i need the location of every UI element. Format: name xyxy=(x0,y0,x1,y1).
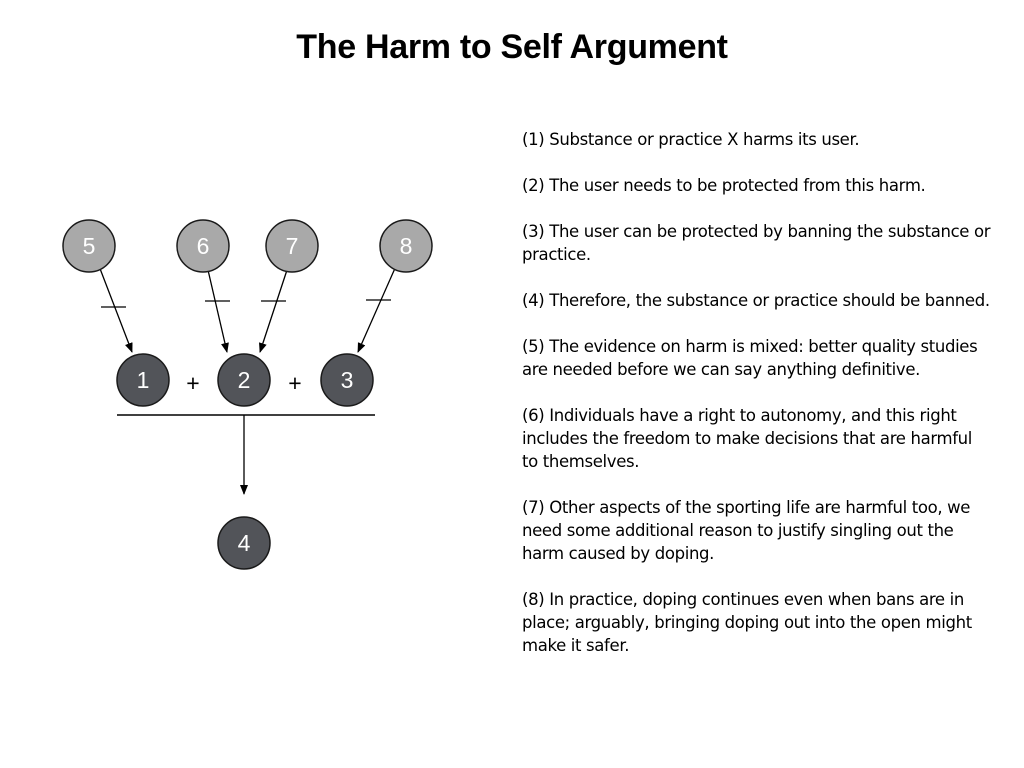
statement-4: (4) Therefore, the substance or practice… xyxy=(522,291,990,310)
statement-6: (6) Individuals have a right to autonomy… xyxy=(522,406,972,471)
plus-sign: + xyxy=(288,370,301,396)
premise-node-3: 3 xyxy=(320,353,374,407)
statement-7: (7) Other aspects of the sporting life a… xyxy=(522,498,971,563)
objection-node-7: 7 xyxy=(265,219,319,273)
objection-node-6: 6 xyxy=(176,219,230,273)
argument-map: 5 6 7 8 1 + 2 + 3 4 xyxy=(62,219,433,570)
plus-sign: + xyxy=(186,370,199,396)
objection-node-5: 5 xyxy=(62,219,116,273)
statement-5: (5) The evidence on harm is mixed: bette… xyxy=(522,337,978,379)
statement-2: (2) The user needs to be protected from … xyxy=(522,176,926,195)
svg-text:5: 5 xyxy=(83,233,96,259)
premise-node-1: 1 xyxy=(116,353,170,407)
objection-arrow-5 xyxy=(98,265,133,353)
svg-text:4: 4 xyxy=(238,530,251,556)
svg-text:2: 2 xyxy=(238,367,251,393)
premise-node-2: 2 xyxy=(217,353,271,407)
statement-1: (1) Substance or practice X harms its us… xyxy=(522,130,860,149)
objection-arrow-6 xyxy=(207,269,229,353)
svg-text:1: 1 xyxy=(137,367,150,393)
svg-text:7: 7 xyxy=(286,233,299,259)
statement-8: (8) In practice, doping continues even w… xyxy=(522,590,972,655)
objection-arrow-8 xyxy=(357,265,397,353)
objection-arrow-7 xyxy=(259,269,288,353)
objection-node-8: 8 xyxy=(379,219,433,273)
svg-text:3: 3 xyxy=(341,367,354,393)
statement-3: (3) The user can be protected by banning… xyxy=(522,222,991,264)
svg-text:8: 8 xyxy=(400,233,413,259)
statement-list: (1) Substance or practice X harms its us… xyxy=(522,128,992,680)
page-title: The Harm to Self Argument xyxy=(296,28,728,66)
conclusion-node-4: 4 xyxy=(217,516,271,570)
svg-text:6: 6 xyxy=(197,233,210,259)
